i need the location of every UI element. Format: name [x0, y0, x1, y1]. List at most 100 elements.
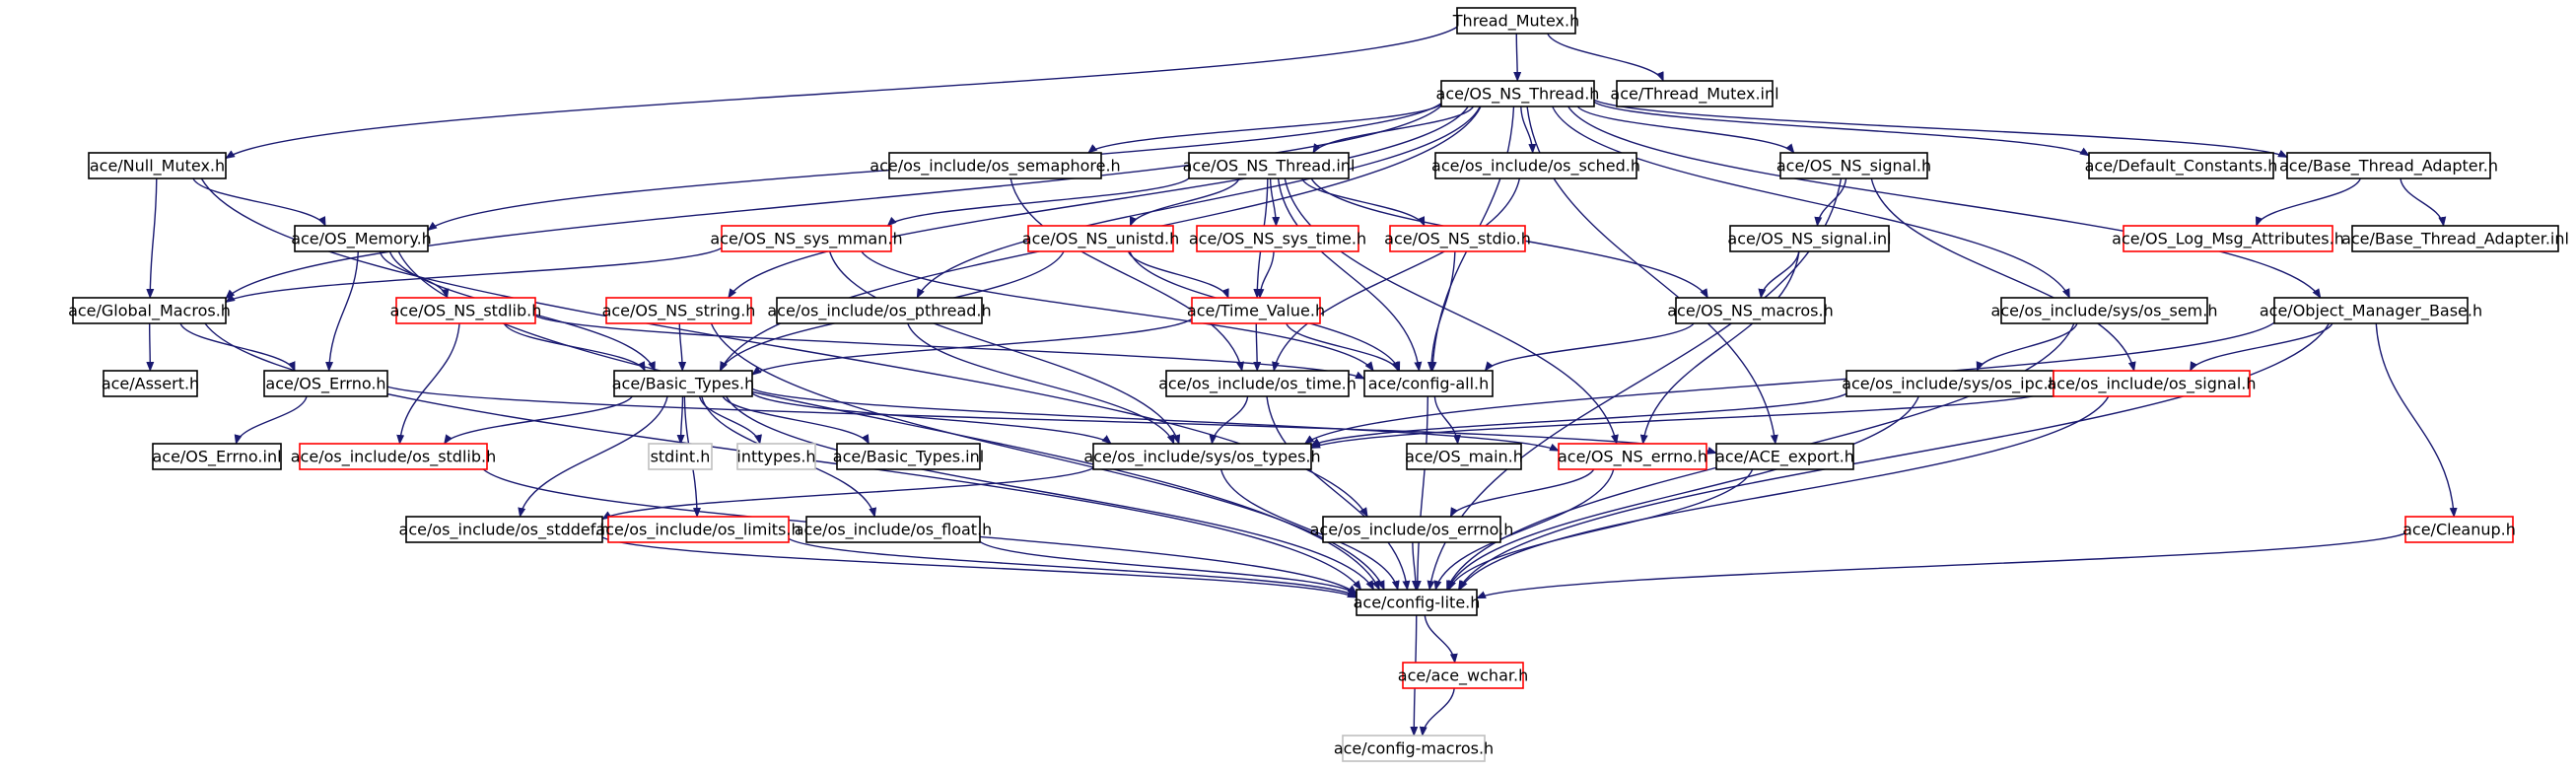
- edge-null_mutex_h-to-os_memory_h: [192, 177, 326, 227]
- node-base-thread-adapter-h[interactable]: ace/Base_Thread_Adapter.h: [2279, 152, 2498, 179]
- node-os-signal-h[interactable]: ace/os_include/os_signal.h: [2048, 370, 2257, 397]
- node-basic-types-inl[interactable]: ace/Basic_Types.inl: [833, 443, 984, 470]
- node-os-types-h[interactable]: ace/os_include/sys/os_types.h: [1083, 443, 1321, 470]
- edge-thread_mutex_h-to-os_ns_thread_h: [1513, 33, 1522, 82]
- node-label: ace/OS_NS_signal.inl: [1727, 230, 1891, 249]
- node-label: ace/os_include/os_stddef.h: [399, 521, 610, 540]
- edge-os_ns_sys_mman_h-to-os_types_h: [828, 250, 1181, 445]
- node-os-errno-os-h[interactable]: ace/os_include/os_errno.h: [1310, 516, 1514, 543]
- edge-base_thread_adapter_h-to-os_log_msg_attributes_h: [2255, 177, 2362, 227]
- node-config-macros-h: ace/config-macros.h: [1334, 735, 1494, 762]
- edge-os_semaphore_h-to-os_time_h: [1010, 177, 1244, 372]
- node-time-value-h[interactable]: ace/Time_Value.h: [1187, 297, 1325, 324]
- node-default-constants-h[interactable]: ace/Default_Constants.h: [2085, 152, 2278, 179]
- node-global-macros-h[interactable]: ace/Global_Macros.h: [68, 297, 231, 324]
- node-os-ns-unistd-h[interactable]: ace/OS_NS_unistd.h: [1022, 225, 1179, 252]
- node-null-mutex-h[interactable]: ace/Null_Mutex.h: [88, 152, 227, 179]
- node-os-errno-inl[interactable]: ace/OS_Errno.inl: [152, 443, 282, 470]
- node-box: [1558, 443, 1707, 470]
- node-cleanup-h[interactable]: ace/Cleanup.h: [2402, 516, 2516, 543]
- edge-os_errno_h-to-os_errno_inl: [234, 395, 308, 445]
- edge-os_ns_thread_h-to-os_sem_h: [1552, 105, 2070, 299]
- edge-basic_types_h-to-os_types_h: [751, 392, 1112, 445]
- edge-basic_types_h-to-os_ns_errno_h: [751, 387, 1560, 452]
- node-box: [1715, 443, 1854, 470]
- node-os-memory-h[interactable]: ace/OS_Memory.h: [291, 225, 432, 252]
- edge-object_manager_base_h-to-os_types_h: [1303, 321, 2275, 445]
- node-box: [1456, 7, 1576, 35]
- node-box: [2053, 370, 2251, 397]
- node-box: [1729, 225, 1890, 252]
- edge-os_ns_thread_h-to-os_semaphore_h: [1087, 104, 1442, 154]
- node-os-ns-macros-h[interactable]: ace/OS_NS_macros.h: [1667, 297, 1834, 324]
- node-label: ace/os_include/os_signal.h: [2048, 375, 2257, 394]
- node-os-main-h[interactable]: ace/OS_main.h: [1405, 443, 1523, 470]
- edge-os_ns_thread_h-to-os_ns_thread_inl: [1312, 105, 1475, 154]
- node-label: ace/Global_Macros.h: [68, 302, 231, 321]
- edge-os_memory_h-to-os_errno_h: [325, 250, 360, 372]
- node-thread-mutex-h[interactable]: Thread_Mutex.h: [1452, 7, 1579, 35]
- edge-thread_mutex_h-to-null_mutex_h: [225, 26, 1458, 160]
- edge-basic_types_h-to-os_stddef_h: [518, 395, 668, 518]
- node-box: [1363, 370, 1494, 397]
- node-os-log-msg-attributes-h[interactable]: ace/OS_Log_Msg_Attributes.h: [2112, 225, 2344, 252]
- node-os-float-h[interactable]: ace/os_include/os_float.h: [795, 516, 993, 543]
- edge-time_value_h-to-os_time_h: [1253, 322, 1262, 372]
- node-os-ns-signal-h[interactable]: ace/OS_NS_signal.h: [1776, 152, 1931, 179]
- node-os-ns-string-h[interactable]: ace/OS_NS_string.h: [602, 297, 756, 324]
- node-os-errno-h[interactable]: ace/OS_Errno.h: [263, 370, 388, 397]
- node-os-ns-thread-h[interactable]: ace/OS_NS_Thread.h: [1436, 80, 1600, 107]
- node-os-stdlib-h[interactable]: ace/os_include/os_stdlib.h: [291, 443, 496, 470]
- node-base-thread-adapter-inl[interactable]: ace/Base_Thread_Adapter.inl: [2341, 225, 2569, 252]
- node-ace-export-h[interactable]: ace/ACE_export.h: [1715, 443, 1854, 470]
- edge-os_ns_thread_inl-to-os_ns_stdio_h: [1300, 177, 1426, 227]
- node-object-manager-base-h[interactable]: ace/Object_Manager_Base.h: [2260, 297, 2482, 324]
- node-os-time-h[interactable]: ace/os_include/os_time.h: [1158, 370, 1357, 397]
- node-box: [888, 152, 1102, 179]
- edge-os_ns_stdio_h-to-config_all_h: [1427, 250, 1456, 372]
- node-label: ace/config-macros.h: [1334, 739, 1494, 758]
- edge-os_time_h-to-os_types_h: [1209, 395, 1249, 445]
- node-ace-wchar-h[interactable]: ace/ace_wchar.h: [1398, 662, 1528, 689]
- node-box: [2286, 152, 2491, 179]
- node-box: [613, 370, 753, 397]
- node-label: ace/Time_Value.h: [1187, 302, 1325, 321]
- node-os-ns-thread-inl[interactable]: ace/OS_NS_Thread.inl: [1183, 152, 1356, 179]
- node-box: [607, 516, 790, 543]
- node-os-pthread-h[interactable]: ace/os_include/os_pthread.h: [767, 297, 992, 324]
- node-os-limits-h[interactable]: ace/os_include/os_limits.h: [595, 516, 801, 543]
- node-box: [1165, 370, 1350, 397]
- node-label: ace/Base_Thread_Adapter.h: [2279, 157, 2498, 176]
- node-config-lite-h[interactable]: ace/config-lite.h: [1354, 589, 1481, 616]
- edge-os_types_h-to-config_lite_h: [1219, 468, 1400, 591]
- node-os-ns-errno-h[interactable]: ace/OS_NS_errno.h: [1558, 443, 1707, 470]
- node-assert-h[interactable]: ace/Assert.h: [102, 370, 199, 397]
- node-os-ns-stdlib-h[interactable]: ace/OS_NS_stdlib.h: [390, 297, 542, 324]
- node-basic-types-h[interactable]: ace/Basic_Types.h: [612, 370, 755, 397]
- edge-global_macros_h-to-assert_h: [146, 322, 155, 372]
- node-os-semaphore-h[interactable]: ace/os_include/os_semaphore.h: [870, 152, 1121, 179]
- node-os-ns-signal-inl[interactable]: ace/OS_NS_signal.inl: [1727, 225, 1892, 252]
- node-config-all-h[interactable]: ace/config-all.h: [1363, 370, 1494, 397]
- edge-os_ns_errno_h-to-os_errno_os_h: [1449, 468, 1595, 518]
- edge-basic_types_h-to-os_stdlib_h: [444, 395, 633, 445]
- node-box: [721, 225, 892, 252]
- node-os-ns-stdio-h[interactable]: ace/OS_NS_stdio.h: [1384, 225, 1531, 252]
- node-os-sched-h[interactable]: ace/os_include/os_sched.h: [1431, 152, 1640, 179]
- node-label: ace/OS_NS_unistd.h: [1022, 230, 1179, 249]
- node-thread-mutex-inl[interactable]: ace/Thread_Mutex.inl: [1610, 80, 1779, 107]
- node-os-stddef-h[interactable]: ace/os_include/os_stddef.h: [399, 516, 610, 543]
- node-label: ace/Basic_Types.h: [612, 375, 755, 394]
- edge-os_ns_thread_h-to-os_ns_string_h: [728, 105, 1469, 299]
- edge-global_macros_h-to-os_errno_h: [179, 322, 296, 372]
- edge-time_value_h-to-basic_types_h: [751, 317, 1193, 376]
- node-os-ns-sys-time-h[interactable]: ace/OS_NS_sys_time.h: [1189, 225, 1366, 252]
- edge-os_ns_stdlib_h-to-config_all_h: [534, 315, 1365, 380]
- node-os-ns-sys-mman-h[interactable]: ace/OS_NS_sys_mman.h: [710, 225, 903, 252]
- node-os-sem-h[interactable]: ace/os_include/sys/os_sem.h: [1991, 297, 2218, 324]
- node-box: [1356, 589, 1478, 616]
- node-box: [405, 516, 603, 543]
- node-os-ipc-h[interactable]: ace/os_include/sys/os_ipc.h: [1842, 370, 2058, 397]
- edge-os_ns_thread_h-to-base_thread_adapter_h: [1593, 99, 2288, 159]
